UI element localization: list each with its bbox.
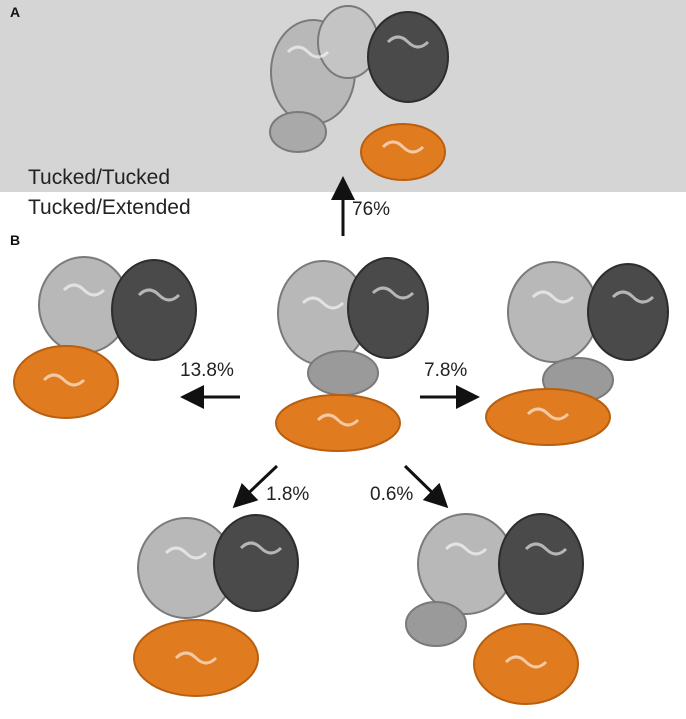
transition-left-percent: 13.8% — [180, 360, 234, 381]
protein-structure-bottom-left — [133, 514, 299, 697]
panel-b-label: B — [10, 232, 21, 248]
transition-right-percent: 7.8% — [424, 360, 468, 381]
state-label-tucked-extended: Tucked/Extended — [28, 196, 191, 219]
protein-structure-right — [485, 261, 669, 446]
protein-structure-center — [275, 257, 429, 452]
arrow-down-right — [403, 464, 449, 509]
protein-structure-top — [269, 5, 449, 181]
panel-a-label: A — [10, 4, 21, 20]
transition-down-left-percent: 1.8% — [266, 484, 310, 505]
protein-structure-bottom-right — [405, 513, 584, 705]
transition-up-percent: 76% — [352, 199, 391, 220]
arrow-down-left — [232, 464, 279, 509]
transition-down-right-percent: 0.6% — [370, 484, 414, 505]
state-label-tucked-tucked: Tucked/Tucked — [28, 166, 171, 189]
protein-structure-left — [13, 256, 197, 419]
